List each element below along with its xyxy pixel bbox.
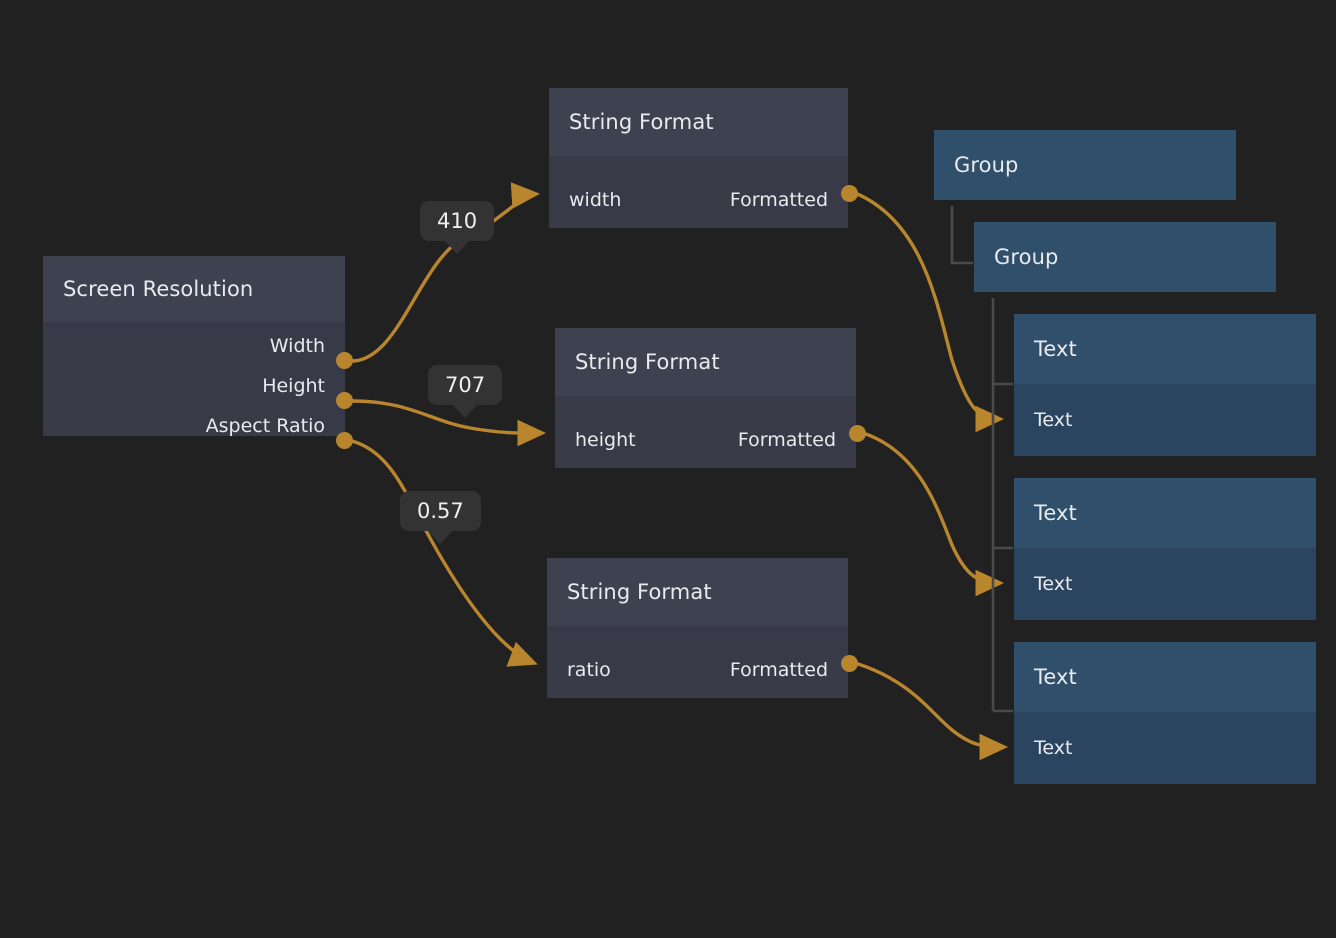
port-row-height[interactable]: Height (43, 366, 345, 406)
input-label-height: height (575, 429, 636, 451)
wire-ratio-to-format (351, 439, 538, 667)
port-row-width[interactable]: Width (43, 326, 345, 366)
node-title-screen-resolution: Screen Resolution (43, 256, 345, 322)
node-title-text: String Format (567, 580, 712, 604)
port-label-width: Width (269, 335, 325, 357)
node-title-string-format-height: String Format (555, 328, 856, 396)
input-label-text: Text (1034, 573, 1073, 595)
node-title-group-outer: Group (934, 130, 1236, 200)
value-badge-text: 0.57 (417, 499, 464, 523)
input-label-ratio: ratio (567, 659, 611, 681)
node-body-screen-resolution: Width Height Aspect Ratio (43, 322, 345, 436)
node-string-format-width[interactable]: String Format width Formatted (549, 88, 848, 228)
node-string-format-ratio[interactable]: String Format ratio Formatted (547, 558, 848, 698)
port-row-ratio-format[interactable]: ratio Formatted (547, 650, 848, 690)
node-title-text: Screen Resolution (63, 277, 254, 301)
node-text-1[interactable]: Text Text (1014, 314, 1316, 456)
output-socket-formatted-height[interactable] (849, 425, 866, 442)
node-group-outer[interactable]: Group (934, 130, 1236, 200)
value-badge-text: 707 (445, 373, 486, 397)
node-group-inner[interactable]: Group (974, 222, 1276, 292)
port-label-height: Height (262, 375, 325, 397)
node-title-text: Text (1034, 501, 1077, 525)
value-badge-ratio[interactable]: 0.57 (400, 491, 481, 532)
node-string-format-height[interactable]: String Format height Formatted (555, 328, 856, 468)
node-title-group-inner: Group (974, 222, 1276, 292)
wire-format3-to-text3 (854, 661, 1009, 761)
output-label-formatted: Formatted (737, 429, 836, 451)
output-socket-width[interactable] (336, 352, 353, 369)
value-badge-text: 410 (437, 209, 478, 233)
port-row-text-1[interactable]: Text (1014, 384, 1316, 456)
node-title-text: String Format (575, 350, 720, 374)
port-row-height-format[interactable]: height Formatted (555, 420, 856, 460)
node-screen-resolution[interactable]: Screen Resolution Width Height Aspect Ra… (43, 256, 345, 436)
node-title-text-1: Text (1014, 314, 1316, 384)
output-label-formatted: Formatted (729, 189, 828, 211)
node-title-text: Text (1034, 665, 1077, 689)
port-row-aspect-ratio[interactable]: Aspect Ratio (43, 406, 345, 436)
output-socket-formatted-ratio[interactable] (841, 655, 858, 672)
output-socket-formatted-width[interactable] (841, 185, 858, 202)
wire-format2-to-text2 (862, 431, 1005, 597)
node-body-string-format-width: width Formatted (549, 156, 848, 228)
port-row-text-3[interactable]: Text (1014, 712, 1316, 784)
node-body-string-format-ratio: ratio Formatted (547, 626, 848, 698)
node-body-text-2: Text (1014, 548, 1316, 620)
tree-connector-outer-to-inner (950, 206, 973, 265)
node-title-text-3: Text (1014, 642, 1316, 712)
node-title-text: Group (994, 245, 1059, 269)
input-label-text: Text (1034, 409, 1073, 431)
output-label-formatted: Formatted (729, 659, 828, 681)
input-label-width: width (569, 189, 622, 211)
node-body-text-3: Text (1014, 712, 1316, 784)
port-label-aspect-ratio: Aspect Ratio (205, 415, 325, 436)
node-title-text: String Format (569, 110, 714, 134)
node-text-2[interactable]: Text Text (1014, 478, 1316, 620)
output-socket-aspect-ratio[interactable] (336, 432, 353, 449)
node-title-string-format-width: String Format (549, 88, 848, 156)
input-label-text: Text (1034, 737, 1073, 759)
port-row-width-format[interactable]: width Formatted (549, 180, 848, 220)
node-body-text-1: Text (1014, 384, 1316, 456)
port-row-text-2[interactable]: Text (1014, 548, 1316, 620)
wire-height-to-format (351, 399, 547, 447)
output-socket-height[interactable] (336, 392, 353, 409)
value-badge-width[interactable]: 410 (420, 201, 495, 242)
node-body-string-format-height: height Formatted (555, 396, 856, 468)
node-title-text: Text (1034, 337, 1077, 361)
node-title-text: Group (954, 153, 1019, 177)
node-text-3[interactable]: Text Text (1014, 642, 1316, 784)
node-title-text-2: Text (1014, 478, 1316, 548)
value-badge-height[interactable]: 707 (428, 365, 503, 406)
node-title-string-format-ratio: String Format (547, 558, 848, 626)
